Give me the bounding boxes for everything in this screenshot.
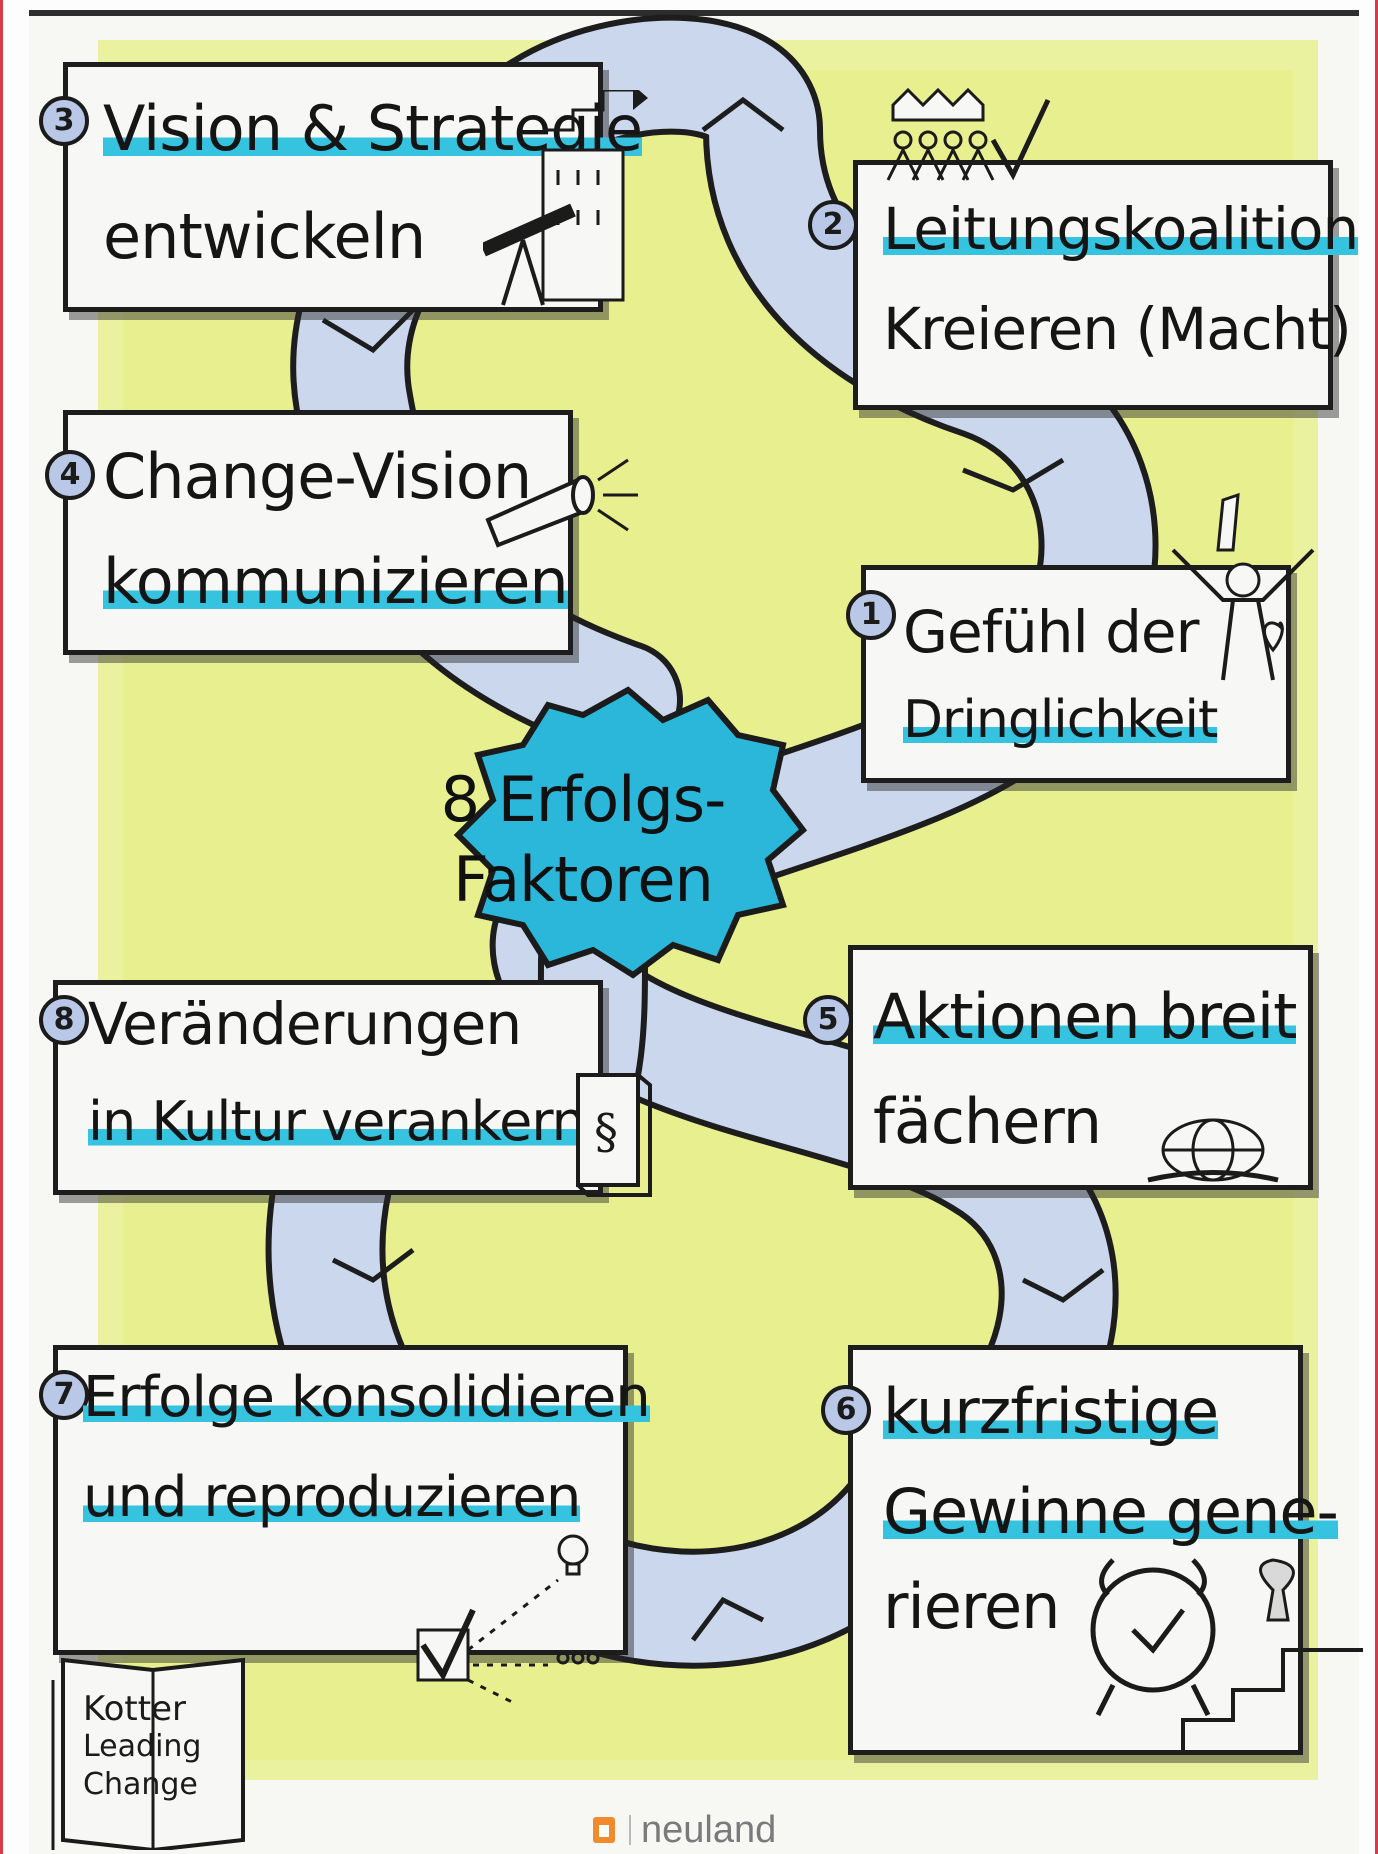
step-7-line-2: und reproduzieren <box>83 1465 581 1530</box>
telescope-building-illustration <box>483 90 648 306</box>
step-8-line-2: in Kultur verankern <box>88 1090 586 1153</box>
step-7-line-1: Erfolge konsolidieren <box>83 1365 651 1430</box>
checkmark-lightbulb-illustration <box>416 1534 600 1707</box>
step-2-line-1: Leitungskoalition <box>883 195 1359 263</box>
logo-text: neuland <box>641 1808 777 1851</box>
globe-people-illustration <box>1147 1118 1279 1183</box>
step-6-line-1: kurzfristige <box>883 1375 1219 1448</box>
step-8-number: 8 <box>39 995 89 1045</box>
alarmed-person-illustration <box>1171 492 1315 681</box>
step-1-number: 1 <box>846 590 896 640</box>
step-2-number: 2 <box>808 200 858 250</box>
center-badge <box>453 686 808 979</box>
step-3-line-1: Vision & Strategie <box>103 92 643 165</box>
alarm-clock-trophy-illustration <box>1090 1558 1363 1750</box>
book-title: Kotter Leading Change <box>83 1690 223 1804</box>
coalition-crown-illustration <box>886 87 1051 181</box>
step-1-line-2: Dringlichkeit <box>903 690 1218 750</box>
logo-separator <box>629 1815 631 1845</box>
step-5-line-1: Aktionen breit <box>873 980 1297 1053</box>
step-4-line-1: Change-Vision <box>103 440 532 513</box>
book-title-line-2: Leading <box>83 1729 202 1764</box>
book-title-line-3: Change <box>83 1767 198 1802</box>
step-5-number: 5 <box>803 995 853 1045</box>
neuland-logo: neuland <box>593 1808 777 1851</box>
step-7-number: 7 <box>39 1370 89 1420</box>
step-4-number: 4 <box>45 450 95 500</box>
paragraph-book-icon: § <box>576 1073 652 1197</box>
kotter-book-icon <box>51 1657 245 1850</box>
megaphone-icon <box>485 458 638 548</box>
step-6-line-2: Gewinne gene- <box>883 1475 1339 1548</box>
step-8-card <box>53 980 603 1195</box>
book-title-line-1: Kotter <box>83 1689 186 1729</box>
center-line-1: 8 Erfolgs- <box>440 763 727 836</box>
svg-text:§: § <box>594 1104 618 1160</box>
step-5-line-2: fächern <box>873 1085 1102 1158</box>
step-1-line-1: Gefühl der <box>903 598 1199 666</box>
step-3-line-2: entwickeln <box>103 200 426 273</box>
neuland-logo-mark-icon <box>593 1817 615 1843</box>
step-3-number: 3 <box>39 96 89 146</box>
step-2-line-2: Kreieren (Macht) <box>883 295 1352 363</box>
center-line-2: Faktoren <box>453 843 714 916</box>
step-4-line-2: kommunizieren <box>103 545 569 618</box>
step-6-line-3: rieren <box>883 1570 1060 1643</box>
center-badge-text: 8 Erfolgs- Faktoren <box>433 760 733 920</box>
step-6-number: 6 <box>821 1385 871 1435</box>
step-8-line-1: Veränderungen <box>88 990 522 1058</box>
